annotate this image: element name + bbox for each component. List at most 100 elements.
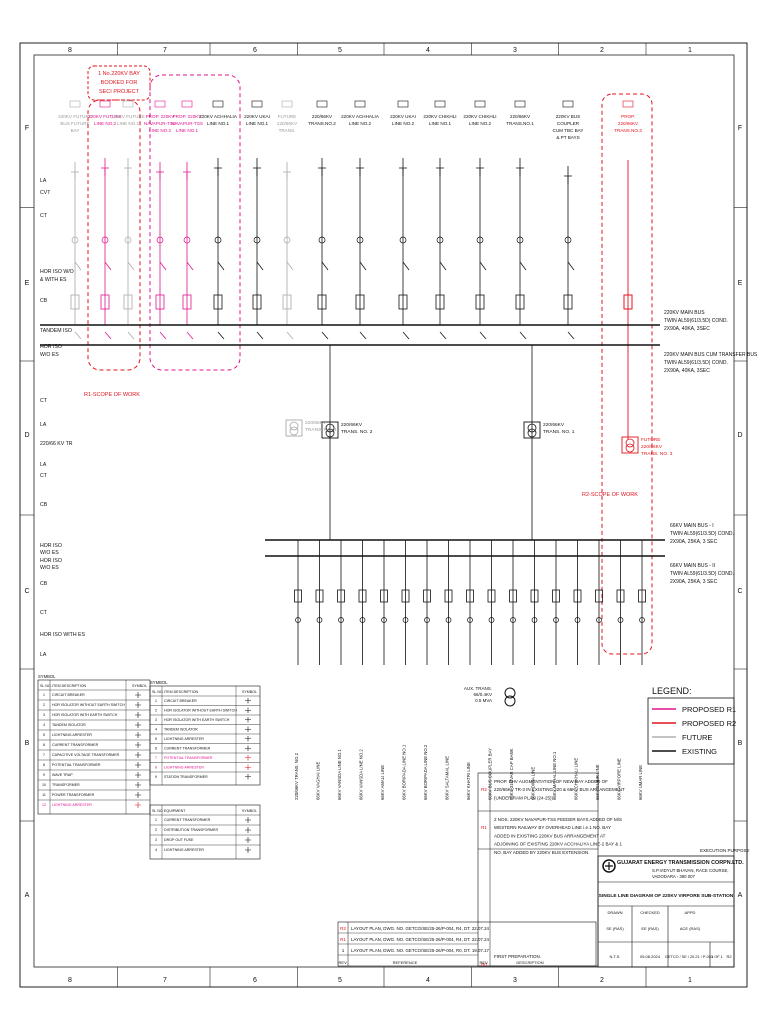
reference-footer: REFERENCE xyxy=(393,960,418,965)
bay-label: LINE NO.2 xyxy=(349,121,372,126)
lightning-arrester-icon xyxy=(436,167,444,176)
feeder-label: 66KV BORIPADA LINE NO.1 xyxy=(402,744,407,800)
r2-scope-outline xyxy=(601,93,653,655)
circuit-breaker-icon xyxy=(475,294,485,310)
bay-label: NAVAPUR-TSS xyxy=(171,121,203,126)
symbol-table-title: SYMBOL xyxy=(38,674,56,679)
symbol-table-sl: 11 xyxy=(42,793,46,797)
symbol-table-sl: 3 xyxy=(155,718,157,722)
reference-text: LAYOUT PLAN, DWG. NO. GETCO/SE/25-26/P-0… xyxy=(351,937,490,942)
current-transformer-icon xyxy=(516,236,524,244)
lightning-arrester-icon xyxy=(399,167,407,176)
transformer-label: 220/66KV xyxy=(305,420,327,426)
bay-label: PROP. xyxy=(621,114,635,119)
bay-label: LINE NO.1 xyxy=(246,121,269,126)
isolator-icon xyxy=(127,261,135,271)
symbol-table-sl: 4 xyxy=(155,728,157,732)
aux-tr-label-3: 0.5 MVA xyxy=(475,698,492,703)
current-transformer-icon xyxy=(424,617,430,623)
symbol-table-desc: TANDEM ISOLATOR xyxy=(52,723,86,727)
symbol-table-title: SYMBOL xyxy=(150,680,168,685)
feeder-66kv: 66KV SUBIR LINE xyxy=(595,540,603,800)
feeder-label: 66KV SUBIR LINE xyxy=(595,764,600,800)
circuit-breaker-icon xyxy=(182,294,192,310)
transformer-label: TRANS. NO. 3 xyxy=(641,451,673,457)
feeder-label: 66KV 31MVAR CAP BANK xyxy=(509,748,514,800)
reference-rev: 1 xyxy=(342,948,345,953)
bay-tag-box xyxy=(181,100,193,108)
isolator-icon xyxy=(439,261,447,271)
revision-text: WESTERN RAILWAY BY OVERHEAD LINE i.e.1 N… xyxy=(494,825,611,830)
purpose: EXECUTION PURPOSE xyxy=(700,848,750,853)
lightning-arrester-icon xyxy=(214,167,222,176)
symbol-icon xyxy=(135,762,141,768)
title-block-frame xyxy=(597,855,735,968)
equipment-label: LA xyxy=(40,462,47,468)
feeder-label: 66KV DIWA LINE xyxy=(531,767,536,800)
bay-label: BAY xyxy=(71,128,80,133)
symbol-table-sl: 1 xyxy=(43,693,45,697)
equipment-label: W/O ES xyxy=(40,565,59,571)
bay-label: 220KV UKAI xyxy=(390,114,416,119)
bay-label: 220KV FUTURE xyxy=(88,114,122,119)
bay-label: COUPLER xyxy=(557,121,580,126)
symbol-table-desc: LIGHTNING ARRESTER xyxy=(52,733,92,737)
bus-1-label-1: 220KV MAIN BUS xyxy=(664,310,705,316)
column-number: 2 xyxy=(600,47,604,54)
row-letter: A xyxy=(738,892,743,899)
r2-scope-label: R2-SCOPE OF WORK xyxy=(582,492,638,498)
symbol-icon xyxy=(135,782,141,788)
current-transformer-icon xyxy=(295,617,301,623)
bay-label: LINE NO.2 xyxy=(469,121,492,126)
symbol-table-sl: 8 xyxy=(155,766,157,770)
company-address-2: VADODARA - 390 007 xyxy=(652,874,696,879)
isolator-icon xyxy=(479,261,487,271)
equipment-label: LA xyxy=(40,652,47,658)
symbol-icon xyxy=(245,698,251,704)
symbol-icon xyxy=(245,774,251,780)
dwg-no-value: GETCO / SE / 20-21 / P-003 xyxy=(665,955,713,959)
isolator-icon xyxy=(74,261,82,271)
current-transformer-icon xyxy=(399,236,407,244)
symbol-table-header: SYMBOL xyxy=(132,684,147,688)
bay-label: PROP. 220KV xyxy=(146,114,176,119)
current-transformer-icon xyxy=(338,617,344,623)
current-transformer-icon xyxy=(510,617,516,623)
bay-label: TRANS.NO.1 xyxy=(506,121,534,126)
symbol-table-desc: CIRCUIT BREAKER xyxy=(52,693,85,697)
transformer-label: FUTURE xyxy=(641,437,660,443)
feeder-label: 66KV BORIPADA LINE NO.2 xyxy=(423,744,428,800)
symbol-table-sl: 1 xyxy=(155,699,157,703)
scale-value: N.T.S. xyxy=(610,954,621,959)
symbol-icon xyxy=(245,707,251,713)
circuit-breaker-icon xyxy=(282,294,292,310)
symbol-table-desc: HOR ISOLATOR WITH EARTH SWITCH xyxy=(52,713,118,717)
symbol-icon xyxy=(245,755,251,761)
outer-border xyxy=(19,42,748,988)
isolator-icon xyxy=(217,261,225,271)
role-drawn: DRAWN xyxy=(608,910,623,915)
feeder-66kv: 66KV CHIKHALI LINE xyxy=(574,540,582,800)
lightning-arrester-icon xyxy=(318,167,326,176)
lightning-arrester-icon xyxy=(124,167,132,176)
transformer-label: 220/66KV xyxy=(543,422,565,428)
bay-label: 220/66KV xyxy=(618,121,639,126)
symbol-table-sl: 5 xyxy=(43,733,45,737)
symbol-icon xyxy=(135,692,141,698)
reference-footer: DESCRIPTION xyxy=(516,960,543,965)
symbol-table-header: ITEM DESCRIPTION xyxy=(52,684,87,688)
bay-label: 220KV CHIKHLI xyxy=(423,114,456,119)
bay-label: LINE NO.1 xyxy=(176,128,199,133)
revision-text: 2 NOS. 220KV NAVAPUR-TSS FEEDER BAYS ADD… xyxy=(494,817,622,822)
